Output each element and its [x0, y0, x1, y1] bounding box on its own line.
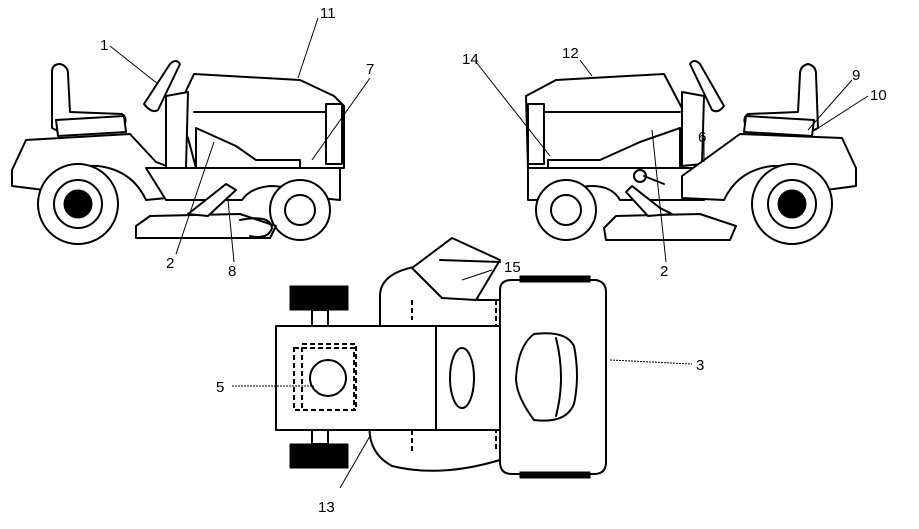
callout-15: 15: [504, 259, 521, 276]
steering-top: [449, 347, 475, 409]
callout-10: 10: [870, 87, 887, 104]
mower-deck-right: [603, 213, 737, 241]
top-view-tractor: [275, 237, 607, 479]
callout-12: 12: [562, 45, 579, 62]
right-side-view-tractor: [525, 60, 857, 245]
hood-side-panel-left: [195, 127, 301, 169]
callout-9: 9: [852, 67, 860, 84]
leader-2a: [175, 141, 215, 255]
leader-14: [475, 61, 551, 157]
seat-base-right: [743, 115, 815, 137]
rear-fender-right: [681, 133, 857, 201]
deck-chute-left: [239, 217, 273, 238]
rear-tire-top-upper: [519, 275, 591, 283]
gas-cap-top: [309, 359, 347, 397]
dash-left: [165, 91, 189, 169]
callout-5: 5: [216, 379, 224, 396]
callout-6: 6: [698, 129, 706, 146]
leader-8: [227, 199, 235, 263]
steering-wheel-left: [143, 60, 181, 113]
leader-1: [109, 45, 159, 85]
grille-left: [325, 103, 343, 165]
seat-top: [515, 332, 578, 422]
leader-13: [339, 435, 371, 489]
leader-2b: [651, 129, 667, 263]
front-tire-top-upper: [289, 285, 349, 311]
steering-wheel-right: [689, 60, 725, 113]
callout-1: 1: [100, 37, 108, 54]
callout-11: 11: [320, 5, 336, 22]
seat-base-left: [55, 115, 127, 137]
callout-13: 13: [318, 499, 335, 516]
hood-top: [275, 325, 453, 431]
leader-11: [297, 17, 319, 79]
callout-14: 14: [462, 51, 479, 68]
left-side-view-tractor: [11, 60, 345, 245]
deck-lift-left: [187, 183, 237, 217]
front-hub-right: [550, 194, 582, 226]
seat-back-top: [555, 337, 562, 417]
leader-9: [807, 79, 853, 131]
callout-8: 8: [228, 263, 236, 280]
leader-10: [811, 95, 869, 133]
discharge-chute-top: [411, 237, 501, 301]
grille-right: [527, 103, 545, 165]
callout-labels: 1 2 2 3 5 6 7 8 9 10 11 12 13 14 15: [100, 5, 887, 516]
leader-15: [461, 269, 493, 281]
rear-hub-right: [777, 189, 807, 219]
rear-hub-left: [63, 189, 93, 219]
leader-3: [609, 359, 693, 365]
front-hub-left: [284, 194, 316, 226]
leader-12: [579, 59, 593, 77]
leader-lines: [109, 17, 869, 489]
callout-2-right: 2: [660, 263, 668, 280]
leader-7: [311, 77, 371, 161]
chute-crease: [439, 259, 501, 263]
lift-handle-right: [643, 175, 665, 185]
callout-2-left: 2: [166, 255, 174, 272]
front-tire-top-lower: [289, 443, 349, 469]
callout-3: 3: [696, 357, 704, 374]
label-area-inner: [301, 343, 357, 411]
callout-7: 7: [366, 61, 374, 78]
rear-tire-top-lower: [519, 471, 591, 479]
